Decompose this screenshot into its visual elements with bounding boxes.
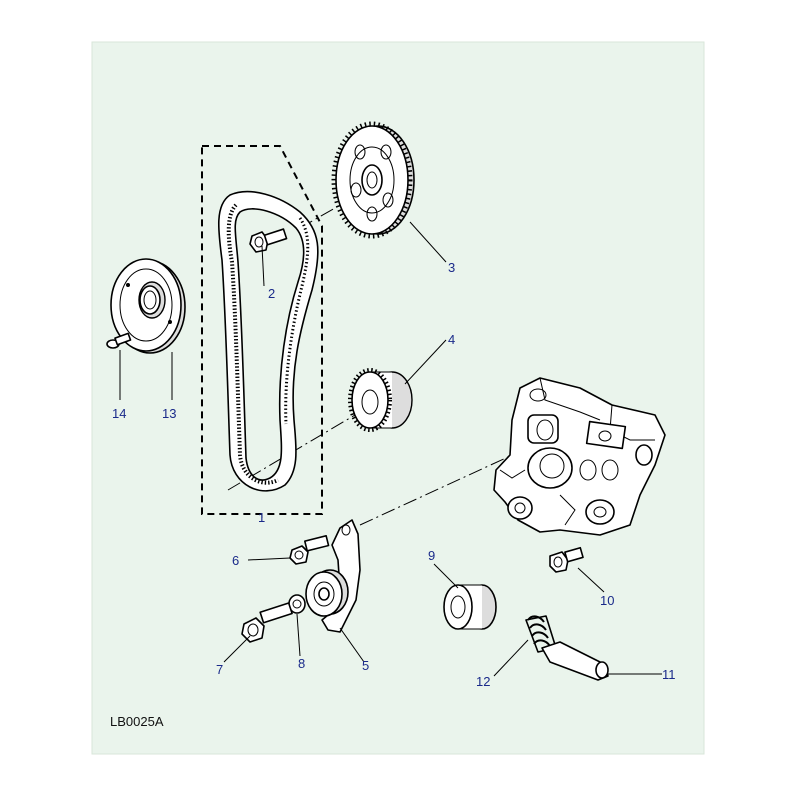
crankshaft-flange: [110, 258, 186, 354]
callouts: 1 2 3 4 5 6 7 8 9 10 11 12 13 14: [112, 260, 676, 689]
callout-4: 4: [448, 332, 455, 347]
diagram-reference: LB0025A: [110, 714, 164, 729]
timing-belt: [217, 190, 319, 492]
tensioner-pin: [541, 641, 609, 681]
callout-1: 1: [258, 510, 265, 525]
callout-14: 14: [112, 406, 126, 421]
callout-9: 9: [428, 548, 435, 563]
callout-13: 13: [162, 406, 176, 421]
leader-lines: [119, 221, 662, 677]
idler-pulley: [443, 584, 497, 630]
callout-3: 3: [448, 260, 455, 275]
callout-12: 12: [476, 674, 490, 689]
callout-7: 7: [216, 662, 223, 677]
pulley-bolt: [249, 228, 288, 253]
pump-bolt: [549, 546, 584, 573]
callout-10: 10: [600, 593, 614, 608]
crankshaft-pulley: [348, 368, 413, 432]
camshaft-pulley: [331, 121, 415, 239]
callout-11: 11: [662, 667, 676, 682]
callout-8: 8: [298, 656, 305, 671]
tensioner-bolt-lower: [241, 602, 293, 643]
callout-6: 6: [232, 553, 239, 568]
tensioner-assembly: [305, 519, 361, 633]
flange-screw: [106, 332, 132, 349]
belt-group-box: [201, 145, 323, 515]
callout-5: 5: [362, 658, 369, 673]
oil-pump-housing: [493, 377, 666, 536]
callout-2: 2: [268, 286, 275, 301]
